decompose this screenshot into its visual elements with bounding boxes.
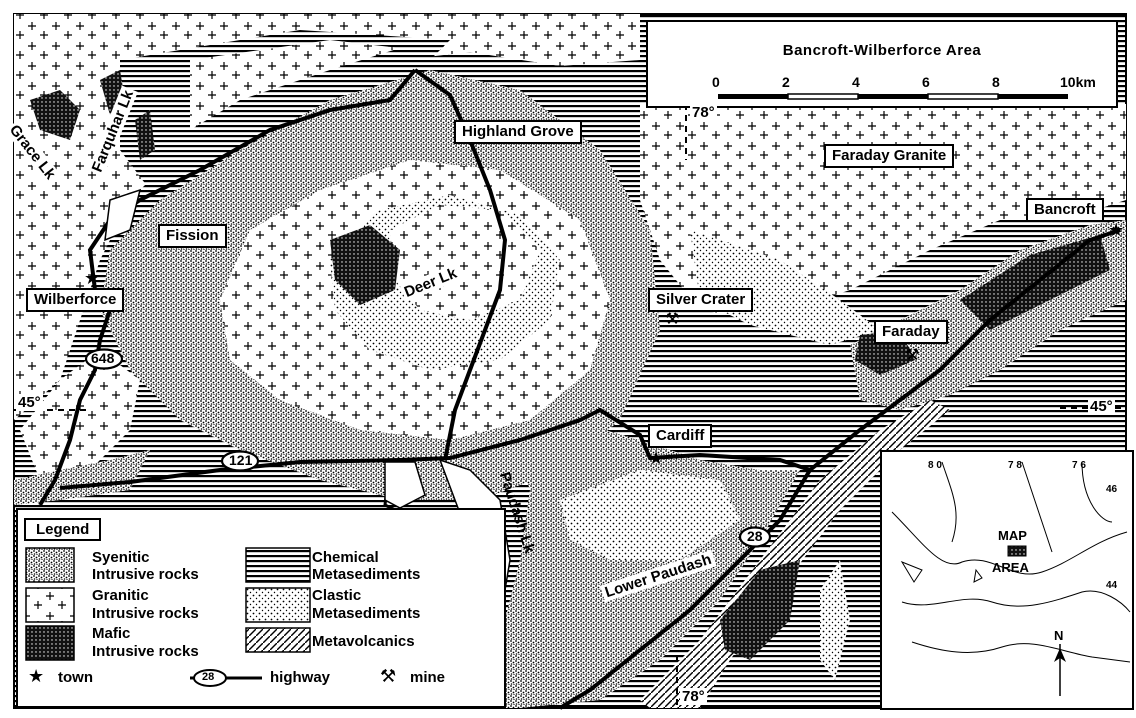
granitic-west bbox=[20, 350, 140, 480]
inset-map-label: MAP bbox=[998, 528, 1027, 543]
small-lake-south bbox=[384, 461, 426, 509]
mine-silver-crater: ⚒ bbox=[665, 309, 679, 328]
legend-mine-icon: ⚒ bbox=[380, 666, 397, 686]
metavolcanics-belt bbox=[640, 400, 950, 708]
inset-north-label: N bbox=[1054, 628, 1064, 643]
legend-highway-sample: 28 bbox=[202, 671, 215, 683]
legend-highway: highway bbox=[270, 669, 331, 686]
highway-north-route bbox=[413, 68, 508, 461]
legend-chemical-line2: Metasediments bbox=[312, 566, 421, 583]
inset-area-label: AREA bbox=[992, 560, 1029, 575]
mafic-grace-lk bbox=[30, 90, 80, 140]
highway-648-route bbox=[38, 68, 417, 507]
legend-clastic-line2: Metasediments bbox=[312, 605, 421, 622]
highway-number-121: 121 bbox=[229, 452, 253, 468]
highway-shield-28 bbox=[738, 526, 772, 548]
highway-28-north-route bbox=[808, 228, 1121, 472]
legend-swatches bbox=[25, 547, 311, 687]
highway-shield-121 bbox=[220, 450, 260, 472]
mine-faraday: ⚒ bbox=[905, 345, 919, 364]
scale-tick-6: 6 bbox=[922, 74, 930, 90]
mafic-farquhar-south bbox=[135, 110, 155, 160]
town-star-bancroft: ★ bbox=[1108, 220, 1124, 241]
scale-tick-4: 4 bbox=[852, 74, 860, 90]
inset-lon-76: 7 6 bbox=[1072, 460, 1086, 471]
mafic-south bbox=[720, 560, 800, 660]
legend-star-icon: ★ bbox=[28, 666, 45, 686]
label-faraday-granite: Faraday Granite bbox=[824, 144, 955, 168]
map-title: Bancroft-Wilberforce Area bbox=[782, 42, 982, 59]
legend-mafic-line1: Mafic bbox=[92, 625, 131, 642]
label-faraday: Faraday bbox=[874, 320, 948, 344]
label-silver-crater: Silver Crater bbox=[648, 288, 754, 312]
lon-label-top: 78° bbox=[690, 104, 717, 121]
clastic-south-lens bbox=[820, 560, 850, 680]
granitic-band-north bbox=[190, 40, 400, 130]
lake-wilberforce bbox=[104, 188, 142, 242]
highway-number-648: 648 bbox=[91, 350, 115, 366]
legend-syenitic-line1: Syenitic bbox=[92, 549, 150, 566]
label-fission: Fission bbox=[158, 224, 227, 248]
lat-label-right: 45° bbox=[1088, 398, 1115, 415]
legend-title: Legend bbox=[24, 518, 102, 541]
legend-metavolcanics: Metavolcanics bbox=[312, 633, 415, 650]
title-box: Bancroft-Wilberforce Area 0 2 4 6 8 10km bbox=[646, 20, 1118, 108]
highway-number-28: 28 bbox=[747, 528, 763, 544]
clastic-cardiff bbox=[560, 470, 740, 560]
clastic-band-east bbox=[690, 230, 880, 345]
legend-mine: mine bbox=[410, 669, 446, 686]
highway-shield-648 bbox=[84, 348, 124, 370]
scale-tick-8: 8 bbox=[992, 74, 1000, 90]
scale-tick-2: 2 bbox=[782, 74, 790, 90]
town-star-cardiff: ★ bbox=[648, 448, 664, 469]
label-highland-grove: Highland Grove bbox=[454, 120, 582, 144]
lat-label-left: 45° bbox=[16, 394, 43, 411]
legend-granitic-line1: Granitic bbox=[92, 587, 149, 604]
legend-syenitic-line2: Intrusive rocks bbox=[92, 566, 199, 583]
town-star-wilberforce: ★ bbox=[84, 268, 100, 289]
inset-lat-46: 46 bbox=[1106, 484, 1118, 495]
legend: Legend Syenitic Intrusive rocks Granitic… bbox=[16, 508, 506, 708]
label-bancroft: Bancroft bbox=[1026, 198, 1104, 222]
scale-tick-0: 0 bbox=[712, 74, 720, 90]
inset-locator-map: 8 0 7 8 7 6 46 44 MAP AREA N bbox=[880, 450, 1134, 710]
legend-clastic-line1: Clastic bbox=[312, 587, 362, 604]
legend-chemical-line1: Chemical bbox=[312, 549, 379, 566]
scale-tick-10km: 10km bbox=[1060, 74, 1096, 90]
lon-label-bottom: 78° bbox=[680, 688, 707, 705]
highway-28-south-route bbox=[558, 468, 812, 710]
label-wilberforce: Wilberforce bbox=[26, 288, 125, 312]
legend-granitic-line2: Intrusive rocks bbox=[92, 605, 199, 622]
mafic-deer-lk bbox=[330, 225, 400, 305]
label-cardiff: Cardiff bbox=[648, 424, 713, 448]
inset-outline bbox=[891, 461, 1131, 696]
inset-lon-80: 8 0 bbox=[928, 460, 942, 471]
inset-lon-78: 7 8 bbox=[1008, 460, 1022, 471]
scale-bar bbox=[718, 93, 1068, 100]
inset-lat-44: 44 bbox=[1106, 580, 1118, 591]
legend-town: town bbox=[58, 669, 93, 686]
legend-mafic-line2: Intrusive rocks bbox=[92, 643, 199, 660]
